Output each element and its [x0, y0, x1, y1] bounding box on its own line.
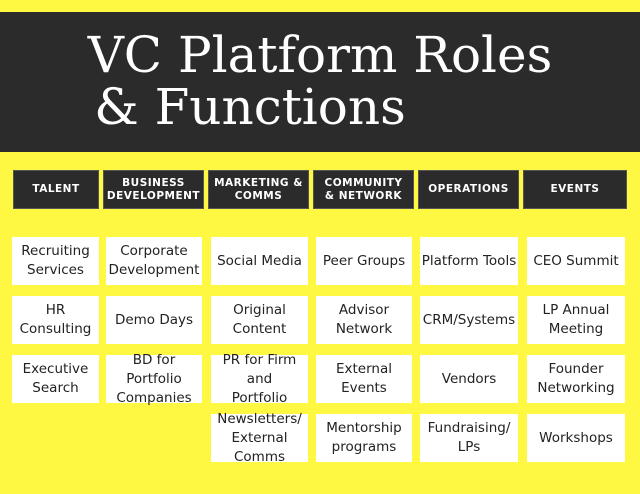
role-card: Newsletters/ External Comms	[211, 411, 308, 465]
role-card: LP Annual Meeting	[527, 296, 625, 344]
role-card: Workshops	[527, 414, 625, 462]
role-card: Vendors	[420, 355, 518, 403]
role-card: Executive Search	[12, 355, 99, 403]
role-card: BD for Portfolio Companies	[106, 352, 202, 406]
role-card: CRM/Systems	[420, 296, 518, 344]
role-card: Peer Groups	[316, 237, 412, 285]
column-header: COMMUNITY & NETWORK	[313, 170, 414, 209]
role-card: Mentorship programs	[316, 414, 412, 462]
role-card: CEO Summit	[527, 237, 625, 285]
role-card: Fundraising/ LPs	[420, 414, 518, 462]
column-header: BUSINESS DEVELOPMENT	[103, 170, 204, 209]
role-card: Recruiting Services	[12, 237, 99, 285]
column-header: TALENT	[13, 170, 99, 209]
role-card: Social Media	[211, 237, 308, 285]
title-banner	[0, 12, 640, 152]
role-card: Founder Networking	[527, 355, 625, 403]
role-card: PR for Firm and Portfolio	[211, 352, 308, 406]
role-card: External Events	[316, 355, 412, 403]
role-card: Demo Days	[106, 296, 202, 344]
title-line-1: VC Platform Roles	[87, 26, 553, 84]
role-card: Platform Tools	[420, 237, 518, 285]
column-header: MARKETING & COMMS	[208, 170, 309, 209]
title-line-2: & Functions	[94, 78, 406, 136]
role-card: Advisor Network	[316, 296, 412, 344]
column-header: EVENTS	[523, 170, 627, 209]
column-header: OPERATIONS	[418, 170, 519, 209]
role-card: Original Content	[211, 296, 308, 344]
role-card: HR Consulting	[12, 296, 99, 344]
role-card: Corporate Development	[106, 237, 202, 285]
